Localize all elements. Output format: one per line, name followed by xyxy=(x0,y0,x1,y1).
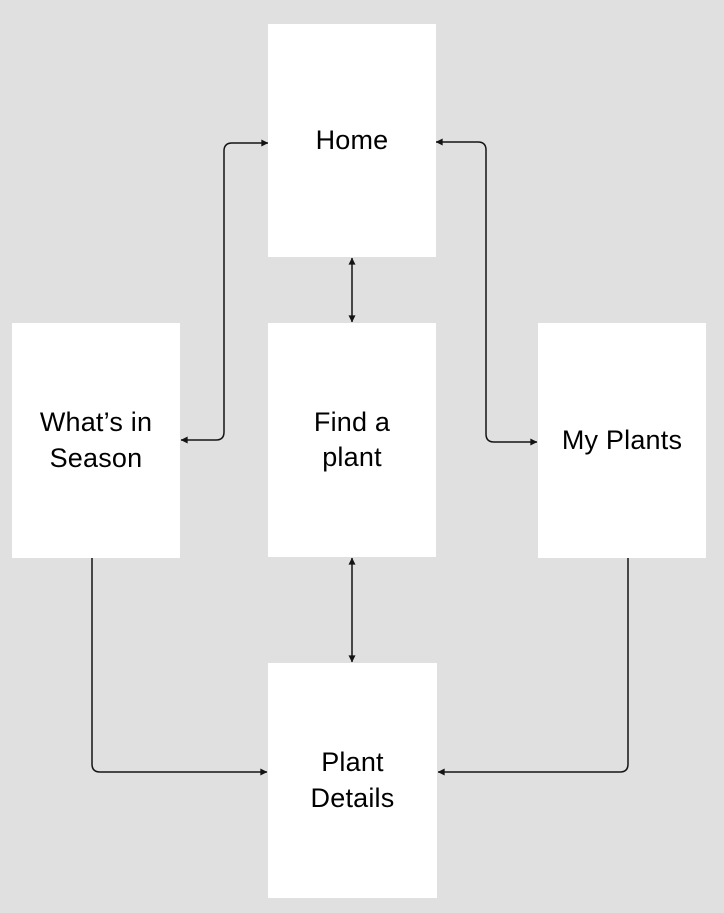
node-find-a-plant-label: Find a plant xyxy=(313,406,391,472)
node-whats-in-season-label: What’s in Season xyxy=(39,407,153,473)
node-whats-in-season[interactable]: What’s in Season xyxy=(12,323,180,558)
node-plant-details-label: Plant Details xyxy=(310,747,395,813)
node-my-plants[interactable]: My Plants xyxy=(538,323,706,558)
node-home-label: Home xyxy=(315,124,389,155)
node-plant-details[interactable]: Plant Details xyxy=(268,663,437,898)
edge-whats-in-season-plant-details xyxy=(91,558,268,776)
node-find-a-plant[interactable]: Find a plant xyxy=(268,323,436,557)
edge-home-whats-in-season xyxy=(180,139,269,444)
node-my-plants-label: My Plants xyxy=(561,424,683,455)
edge-home-my-plants xyxy=(435,138,538,446)
node-home[interactable]: Home xyxy=(268,24,436,257)
edge-my-plants-plant-details xyxy=(437,558,629,776)
